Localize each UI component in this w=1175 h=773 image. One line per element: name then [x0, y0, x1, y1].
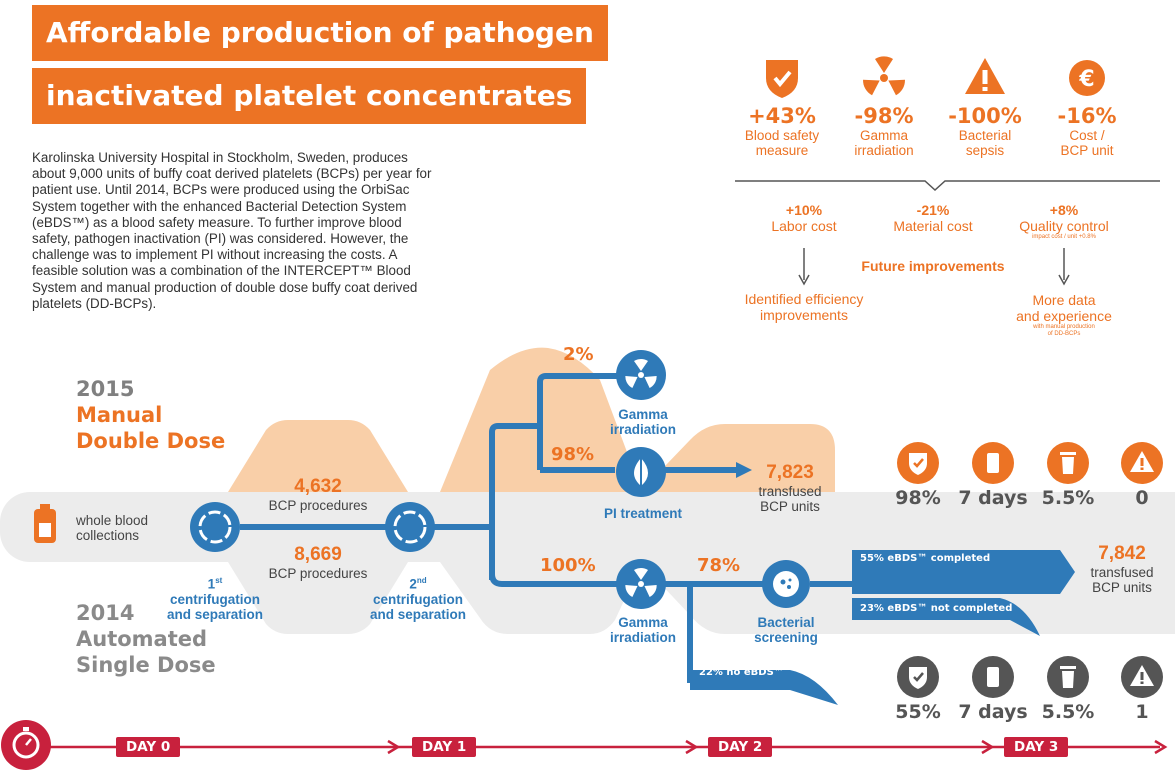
stat2015-sepsis: 0: [1135, 487, 1149, 509]
warning-icon: [965, 58, 1005, 94]
title-line-1: Affordable production of pathogen: [32, 5, 608, 61]
stat2014-safety: 55%: [895, 701, 941, 723]
ebds-not-completed: 23% eBDS™ not completed: [860, 603, 1013, 614]
kpi-cost-per-unit: -16% Cost / BCP unit: [1057, 104, 1117, 158]
stat2014-sepsis: 1: [1135, 701, 1149, 723]
pct-78: 78%: [697, 555, 741, 576]
pi-treatment-label: PI treatment: [603, 506, 683, 521]
future-improvements: Future improvements: [861, 258, 1005, 274]
stats2015-warning-icon: [1121, 442, 1163, 484]
pct-98: 98%: [551, 444, 595, 465]
stats2015-bag-icon: [972, 442, 1014, 484]
kpi-bacterial-sepsis: -100% Bacterial sepsis: [948, 104, 1022, 158]
radiation-icon: [863, 56, 905, 96]
transfused-2015: 7,823 transfused BCP units: [758, 462, 822, 514]
stats2015-shield-icon: [897, 442, 939, 484]
centrifugation-2: 2nd centrifugation and separation: [369, 576, 467, 622]
whole-blood-collections: whole blood collections: [76, 513, 149, 543]
gamma-irradiation-top-label: Gamma irradiation: [609, 407, 676, 437]
ebds-completed: 55% eBDS™ completed: [860, 553, 991, 564]
stat2015-safety: 98%: [895, 487, 941, 509]
label-2015: 2015 Manual Double Dose: [76, 377, 226, 453]
gamma-bottom-radiation-icon: [616, 559, 666, 609]
day-0: DAY 0: [116, 737, 181, 757]
gamma-irradiation-bottom-label: Gamma irradiation: [609, 615, 676, 645]
day-2: DAY 2: [708, 737, 773, 757]
svg-text:€: €: [1078, 67, 1094, 92]
kpi-gamma-irradiation: -98% Gamma irradiation: [854, 104, 914, 158]
stat2014-shelf-life: 7 days: [958, 701, 1028, 723]
stat2015-discard: 5.5%: [1041, 487, 1095, 509]
day-3: DAY 3: [1004, 737, 1069, 757]
stat2014-discard: 5.5%: [1041, 701, 1095, 723]
stat2015-shelf-life: 7 days: [958, 487, 1028, 509]
stopwatch-icon: [1, 720, 51, 770]
pct-2: 2%: [563, 344, 594, 365]
centrifuge-2-icon: [385, 502, 435, 552]
centrifugation-1: 1st centrifugation and separation: [166, 576, 264, 622]
stats2014-shield-icon: [897, 656, 939, 698]
intro-paragraph: Karolinska University Hospital in Stockh…: [32, 150, 432, 311]
title-line-2: inactivated platelet concentrates: [32, 68, 587, 124]
pi-treatment-icon: [616, 447, 666, 497]
efficiency-improvements: Identified efficiency improvements: [744, 291, 864, 323]
pct-100: 100%: [540, 555, 596, 576]
euro-icon: €: [1069, 60, 1105, 96]
bcp-procedures-2015: 4,632 BCP procedures: [268, 476, 368, 513]
stats2014-trash-icon: [1047, 656, 1089, 698]
kpi-blood-safety: +43% Blood safety measure: [744, 104, 820, 158]
blood-bag-icon: [34, 504, 56, 543]
stats2014-bag-icon: [972, 656, 1014, 698]
quality-control-cost: +8% Quality control impact cost / unit +…: [1019, 202, 1109, 240]
material-cost: -21% Material cost: [893, 202, 973, 234]
bcp-procedures-2014: 8,669 BCP procedures: [268, 544, 368, 581]
shield-check-icon: [766, 60, 798, 98]
centrifuge-1-icon: [190, 502, 240, 552]
label-2014: 2014 Automated Single Dose: [76, 601, 216, 677]
stats2015-trash-icon: [1047, 442, 1089, 484]
gamma-top-radiation-icon: [616, 350, 666, 400]
day-1: DAY 1: [412, 737, 477, 757]
no-ebds: 22% no eBDS™: [699, 667, 784, 678]
bacterial-screening-icon: [762, 560, 810, 608]
stats2014-warning-icon: [1121, 656, 1163, 698]
labor-cost: +10% Labor cost: [771, 202, 837, 234]
bacterial-screening-label: Bacterial screening: [754, 615, 818, 645]
more-data-experience: More data and experience with manual pro…: [1016, 292, 1112, 337]
transfused-2014: 7,842 transfused BCP units: [1090, 543, 1154, 595]
